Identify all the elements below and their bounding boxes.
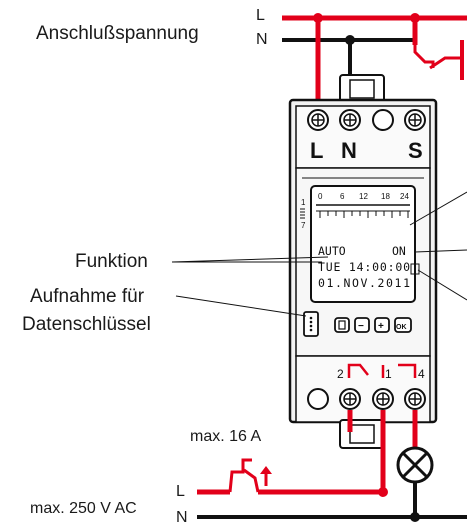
right-leader-line-3 — [417, 269, 467, 301]
function-leader-line-2 — [171, 256, 329, 263]
function-label: Funktion — [75, 251, 148, 272]
max-current-label: max. 16 A — [190, 428, 261, 445]
terminal-label-1: 1 — [385, 367, 392, 381]
terminal-screw-4 — [404, 388, 426, 410]
scale-24: 24 — [400, 192, 409, 201]
supply-n-label: N — [256, 31, 268, 48]
terminal-label-s: S — [408, 138, 423, 163]
key-slot-leader-line — [175, 295, 307, 317]
day-7: 7 — [301, 221, 306, 230]
terminal-label-4: 4 — [418, 367, 425, 381]
lcd-mode: AUTO — [318, 244, 346, 258]
din-clip-bottom-inner — [349, 424, 375, 444]
terminal-screw-l — [307, 109, 329, 131]
scale-0: 0 — [318, 192, 323, 201]
key-slot-label-line2: Datenschlüssel — [22, 314, 151, 335]
right-leader-line-2 — [414, 249, 467, 253]
lcd-date: 01.NOV.2011 — [318, 276, 410, 290]
din-clip-top-inner — [349, 79, 375, 99]
plus-button[interactable] — [374, 317, 390, 333]
relay-contact-4 — [398, 363, 417, 378]
day-1: 1 — [301, 198, 306, 207]
din-clip-bottom — [339, 419, 385, 449]
supply-l-label: L — [256, 7, 265, 24]
terminal-screw-s — [404, 109, 426, 131]
right-leader-line-1 — [409, 191, 467, 226]
breaker-arrow — [260, 466, 272, 474]
terminal-screw-1 — [372, 388, 394, 410]
minus-button-label: − — [358, 321, 364, 332]
data-key-slot[interactable] — [303, 311, 319, 337]
lamp-icon — [396, 446, 434, 484]
junction-dot — [345, 35, 355, 45]
key-slot-label-line1: Aufnahme für — [30, 286, 145, 307]
breaker-symbol — [228, 458, 252, 493]
external-switch — [413, 45, 435, 68]
timeline-ticks — [319, 211, 409, 218]
plus-button-label: + — [378, 321, 384, 332]
ok-button-label: OK — [396, 324, 407, 331]
terminal-screw-2 — [339, 388, 361, 410]
junction-dot — [313, 13, 323, 23]
load-n-label: N — [176, 509, 188, 526]
scale-6: 6 — [340, 192, 345, 201]
terminal-label-n: N — [341, 138, 357, 163]
menu-button[interactable] — [334, 317, 350, 333]
terminal-blank-bottom — [307, 388, 329, 410]
supply-voltage-label: Anschlußspannung — [36, 23, 199, 44]
max-voltage-label: max. 250 V AC — [30, 500, 137, 517]
junction-dot — [410, 512, 420, 522]
day-marks — [300, 208, 305, 219]
terminal-screw-n — [339, 109, 361, 131]
breaker-lever — [243, 468, 260, 493]
ok-button[interactable] — [394, 317, 412, 333]
relay-contact-2 — [347, 363, 369, 378]
data-key-slot-pins — [309, 316, 313, 332]
minus-button[interactable] — [354, 317, 370, 333]
scale-18: 18 — [381, 192, 390, 201]
lcd-display — [310, 185, 416, 303]
terminal-label-2: 2 — [337, 367, 344, 381]
lcd-cursor-box — [410, 263, 420, 275]
scale-12: 12 — [359, 192, 368, 201]
lcd-state: ON — [392, 244, 406, 258]
junction-dot — [378, 487, 388, 497]
terminal-label-l: L — [310, 138, 323, 163]
terminal-blank — [372, 109, 394, 131]
lcd-time: TUE 14:00:00 — [318, 260, 410, 274]
external-switch-lever — [429, 56, 462, 70]
load-l-label: L — [176, 483, 185, 500]
